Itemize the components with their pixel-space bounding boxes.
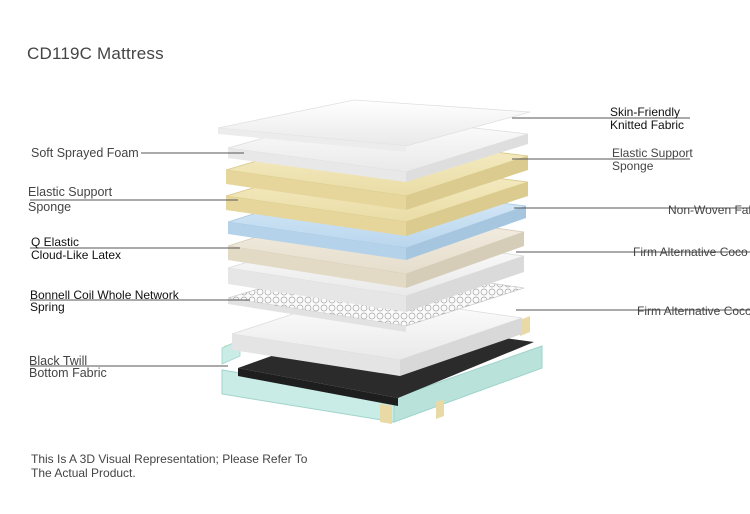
label-elastic-sponge-left-line1: Elastic Support [28, 185, 113, 199]
label-latex-line2: Cloud-Like Latex [31, 248, 122, 262]
label-knit-line1: Skin-Friendly [610, 105, 681, 119]
knitted-fabric-layer [217, 99, 531, 152]
leader-lines-right [512, 117, 750, 311]
label-bottom-line1: Black Twill [29, 354, 88, 368]
label-soft-sprayed-foam: Soft Sprayed Foam [31, 146, 139, 160]
label-bottom-line2: Bottom Fabric [29, 366, 107, 380]
label-coil-line2: Spring [30, 300, 65, 314]
bottom-frame-layer [221, 316, 543, 424]
label-non-woven: Non-Woven Fab [668, 203, 750, 217]
label-knit-line2: Knitted Fabric [610, 118, 685, 132]
label-firm-coco-upper: Firm Alternative Coco [633, 245, 748, 259]
disclaimer-line1: This Is A 3D Visual Representation; Plea… [31, 452, 308, 466]
label-elastic-right-line2: Sponge [612, 159, 654, 173]
label-elastic-right-line1: Elastic Support [612, 146, 693, 160]
leader-lines-left [30, 152, 250, 367]
label-firm-coco-lower: Firm Alternative Coco [637, 304, 750, 318]
label-latex-line1: Q Elastic [31, 235, 80, 249]
disclaimer-line2: The Actual Product. [31, 466, 136, 480]
page-title: CD119C Mattress [27, 44, 164, 63]
disclaimer-note: This Is A 3D Visual Representation; Plea… [31, 452, 307, 480]
label-coil-line1: Bonnell Coil Whole Network [30, 288, 179, 302]
label-elastic-sponge-left-line2: Sponge [28, 200, 72, 214]
